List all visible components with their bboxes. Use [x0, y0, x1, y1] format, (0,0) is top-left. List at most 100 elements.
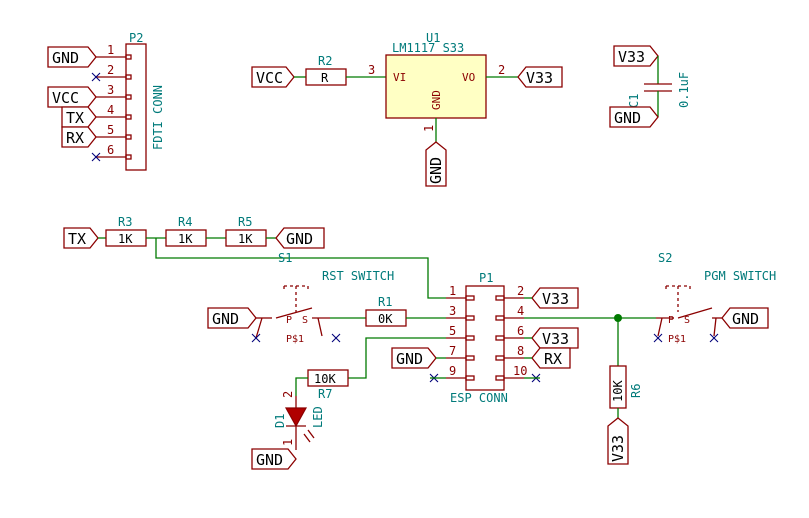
svg-text:V33: V33: [542, 290, 569, 308]
u1-ref: U1: [426, 31, 440, 45]
p1-body: [465, 285, 505, 391]
net-label-vcc-r2[interactable]: VCC: [251, 66, 295, 88]
s2-no-connect-b-icon: [709, 333, 719, 343]
svg-text:TX: TX: [68, 230, 86, 248]
s1-switch[interactable]: S1 RST SWITCH P S P$1: [251, 251, 394, 345]
p2-pin-3: 3: [107, 83, 114, 97]
net-label-v33-p1-pin6[interactable]: V33: [531, 327, 579, 349]
r2-ref: R2: [318, 54, 332, 68]
d1-ref: D1: [273, 414, 287, 428]
net-label-gnd-p1[interactable]: GND: [391, 347, 437, 369]
p1-connector[interactable]: P1 ESP CONN 1 2 3 4 5 6 7 8 9 10: [429, 271, 541, 405]
p1-pin-7: 7: [449, 344, 456, 358]
svg-text:GND: GND: [52, 49, 79, 67]
net-label-tx-chain[interactable]: TX: [63, 227, 99, 249]
svg-text:GND: GND: [212, 310, 239, 328]
s2-ref: S2: [658, 251, 672, 265]
net-label-gnd-c1[interactable]: GND: [609, 106, 659, 128]
s1-value: RST SWITCH: [322, 269, 394, 283]
svg-text:V33: V33: [526, 69, 553, 87]
r7-value: 10K: [314, 372, 336, 386]
r3-ref: R3: [118, 215, 132, 229]
u1-pin-2: 2: [498, 63, 505, 77]
u1-pin-3: 3: [368, 63, 375, 77]
p2-pin2-no-connect-icon: [91, 72, 101, 82]
u1-regulator[interactable]: U1 LM1117 S33 VI VO GND: [385, 31, 487, 119]
net-label-gnd-s2[interactable]: GND: [721, 307, 769, 329]
p1-pin-3: 3: [449, 304, 456, 318]
s2-pin-p: P: [668, 315, 674, 326]
s1-ref: S1: [278, 251, 292, 265]
net-label-gnd-u1[interactable]: GND: [425, 141, 447, 187]
s2-switch[interactable]: S2 PGM SWITCH P S P$1: [653, 251, 776, 345]
svg-text:V33: V33: [542, 330, 569, 348]
c1-ref: C1: [627, 94, 641, 108]
net-label-vcc-p2[interactable]: VCC: [47, 86, 97, 108]
svg-text:RX: RX: [66, 129, 84, 147]
r5-resistor[interactable]: R5 1K: [225, 215, 267, 247]
p1-pin-5: 5: [449, 324, 456, 338]
net-label-gnd-s1[interactable]: GND: [207, 307, 257, 329]
r3-resistor[interactable]: R3 1K: [105, 215, 147, 247]
svg-text:GND: GND: [427, 157, 445, 184]
r6-resistor[interactable]: 10K R6: [609, 365, 643, 409]
u1-value: LM1117 S33: [392, 41, 464, 55]
net-label-v33-u1[interactable]: V33: [517, 66, 563, 88]
net-label-gnd-d1[interactable]: GND: [251, 448, 297, 470]
p2-pin-4: 4: [107, 103, 114, 117]
p2-pin-2: 2: [107, 63, 114, 77]
s2-pad: P$1: [668, 334, 686, 345]
s2-value: PGM SWITCH: [704, 269, 776, 283]
net-label-tx-p2[interactable]: TX: [61, 106, 97, 128]
net-label-gnd-chain[interactable]: GND: [275, 227, 325, 249]
p1-value: ESP CONN: [450, 391, 508, 405]
r4-resistor[interactable]: R4 1K: [165, 215, 207, 247]
s1-pad: P$1: [286, 334, 304, 345]
net-label-rx-p1[interactable]: RX: [531, 347, 571, 369]
wire-divider-to-p1: [155, 238, 446, 299]
svg-text:GND: GND: [614, 109, 641, 127]
r5-ref: R5: [238, 215, 252, 229]
r2-value: R: [321, 71, 329, 85]
r7-resistor[interactable]: 10K R7: [307, 369, 349, 401]
p1-pin-6: 6: [517, 324, 524, 338]
net-label-gnd-p2[interactable]: GND: [47, 46, 97, 68]
r4-ref: R4: [178, 215, 192, 229]
d1-pin-2: 2: [281, 391, 295, 398]
net-label-v33-p1-pin2[interactable]: V33: [531, 287, 579, 309]
s1-pin-s: S: [302, 315, 308, 326]
p2-pin6-no-connect-icon: [91, 152, 101, 162]
s2-pin-s: S: [684, 315, 690, 326]
svg-text:RX: RX: [544, 350, 562, 368]
s1-no-connect-b-icon: [331, 333, 341, 343]
u1-pin-1: 1: [422, 125, 436, 132]
s1-no-connect-a-icon: [251, 333, 261, 343]
net-label-v33-r6[interactable]: V33: [607, 417, 629, 465]
r6-ref: R6: [629, 384, 643, 398]
net-label-rx-p2[interactable]: RX: [61, 126, 97, 148]
p1-pin-8: 8: [517, 344, 524, 358]
p2-connector[interactable]: P2 FDTI CONN 1 2 3 4 5 6: [91, 31, 165, 171]
d1-led-icon[interactable]: D1 LED: [273, 396, 325, 450]
r6-value: 10K: [611, 380, 625, 402]
r3-value: 1K: [118, 232, 133, 246]
d1-value: LED: [311, 406, 325, 428]
c1-capacitor[interactable]: C1 0.1uF: [627, 72, 691, 108]
p2-pin-1: 1: [107, 43, 114, 57]
p2-ref: P2: [129, 31, 143, 45]
r7-ref: R7: [318, 387, 332, 401]
r1-value: 0K: [378, 312, 393, 326]
p1-pin-10: 10: [513, 364, 527, 378]
svg-text:GND: GND: [256, 451, 283, 469]
r2-resistor[interactable]: R2 R: [305, 54, 347, 86]
s2-no-connect-a-icon: [653, 333, 663, 343]
svg-text:V33: V33: [609, 435, 627, 462]
r4-value: 1K: [178, 232, 193, 246]
svg-text:GND: GND: [396, 350, 423, 368]
net-label-v33-c1[interactable]: V33: [613, 45, 659, 67]
p1-pin-1: 1: [449, 284, 456, 298]
r1-resistor[interactable]: R1 0K: [365, 295, 407, 327]
svg-text:GND: GND: [286, 230, 313, 248]
p2-pin-5: 5: [107, 123, 114, 137]
